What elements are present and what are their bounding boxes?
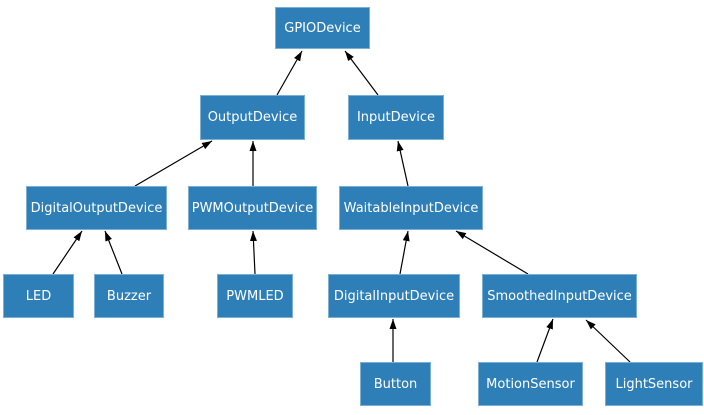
- node-buzzer: Buzzer: [94, 274, 164, 318]
- node-label: Button: [373, 376, 418, 392]
- node-digitalinputdevice: DigitalInputDevice: [328, 274, 460, 318]
- node-label: DigitalOutputDevice: [30, 200, 163, 216]
- edge-pwmled-pwmoutputdevice: [249, 230, 257, 275]
- node-label: DigitalInputDevice: [333, 288, 455, 304]
- node-label: OutputDevice: [207, 110, 298, 125]
- node-led: LED: [3, 274, 74, 318]
- edge-lightsensor-smoothedinputdevice: [585, 319, 631, 363]
- node-pwmled: PWMLED: [217, 274, 293, 318]
- edge-motionsensor-smoothedinputdevice: [536, 318, 554, 363]
- node-digitaloutputdevice: DigitalOutputDevice: [26, 186, 167, 230]
- node-button: Button: [360, 362, 431, 406]
- edge-led-digitaloutputdevice: [52, 230, 83, 275]
- node-label: MotionSensor: [486, 376, 575, 392]
- edge-digitalinputdevice-waitableinputdevice: [399, 230, 410, 275]
- node-label: Buzzer: [106, 288, 152, 304]
- node-label: PWMLED: [226, 288, 284, 304]
- node-lightsensor: LightSensor: [605, 362, 703, 406]
- edge-waitableinputdevice-inputdevice: [396, 140, 409, 187]
- edge-smoothedinputdevice-waitableinputdevice: [455, 230, 529, 275]
- edge-outputdevice-gpiodevice: [276, 50, 303, 96]
- node-motionsensor: MotionSensor: [478, 362, 583, 406]
- node-label: SmoothedInputDevice: [487, 288, 632, 304]
- node-label: WaitableInputDevice: [343, 200, 479, 216]
- node-label: PWMOutputDevice: [191, 200, 314, 216]
- edge-buzzer-digitaloutputdevice: [104, 230, 123, 275]
- node-label: LED: [25, 288, 52, 304]
- edge-inputdevice-gpiodevice: [344, 50, 379, 96]
- node-gpiodevice: GPIODevice: [275, 7, 370, 49]
- edge-digitaloutputdevice-outputdevice: [134, 140, 213, 187]
- node-inputdevice: InputDevice: [348, 95, 444, 140]
- node-pwmoutputdevice: PWMOutputDevice: [188, 186, 317, 230]
- node-outputdevice: OutputDevice: [200, 95, 305, 140]
- node-label: InputDevice: [356, 110, 436, 125]
- node-smoothedinputdevice: SmoothedInputDevice: [482, 274, 637, 318]
- node-waitableinputdevice: WaitableInputDevice: [339, 186, 483, 230]
- node-label: GPIODevice: [284, 20, 361, 36]
- node-label: LightSensor: [615, 376, 693, 392]
